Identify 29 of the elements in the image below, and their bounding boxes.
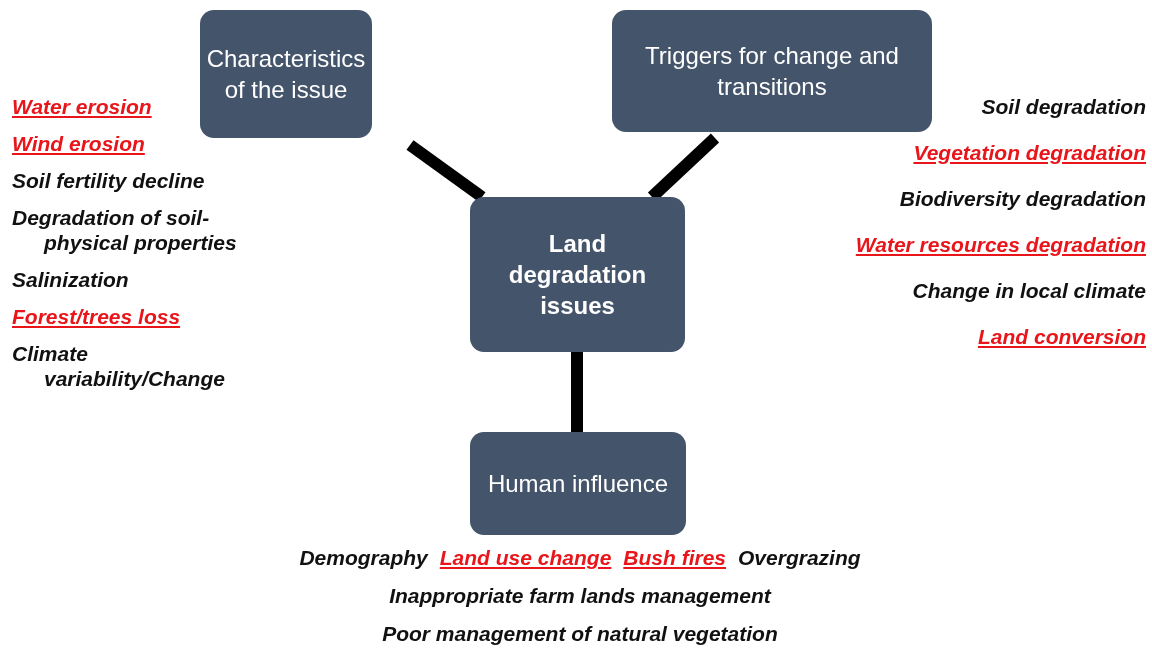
list-item: Vegetation degradation (913, 140, 1146, 165)
list-item: Biodiversity degradation (899, 186, 1146, 211)
category-box (200, 10, 372, 138)
list-item: Soil degradation (981, 94, 1146, 119)
list-item: Land conversion (977, 324, 1146, 349)
list-item: Water erosion (12, 94, 152, 119)
category-box (612, 10, 932, 132)
list-item: Soil fertility decline (12, 168, 205, 193)
box-title: Triggers for change and transitions (644, 41, 900, 102)
connector-line (406, 140, 486, 202)
list-item: Inappropriate farm lands management (389, 583, 771, 608)
list-item: Salinization (12, 267, 129, 292)
list-item: Poor management of natural vegetation (382, 621, 778, 646)
list-item: Land use change (439, 545, 612, 570)
box-title: Human influence (487, 469, 669, 499)
central-box (470, 197, 685, 352)
category-box (470, 432, 686, 535)
connector-line (571, 352, 583, 432)
list-item: Wind erosion (12, 131, 145, 156)
box-title: Land degradation issues (507, 229, 648, 321)
list-item: Degradation of soil- physical properties (12, 205, 238, 255)
list-item: Bush fires (623, 545, 727, 570)
list-item: Change in local climate (912, 278, 1146, 303)
list-item: Overgrazing (738, 545, 861, 570)
list-item: Climate variability/Change (12, 341, 226, 391)
box-title: Characteristics of the issue (206, 44, 366, 105)
list-item: Demography (299, 545, 428, 570)
list-item: Water resources degradation (855, 232, 1146, 257)
list-item: Forest/trees loss (12, 304, 181, 329)
